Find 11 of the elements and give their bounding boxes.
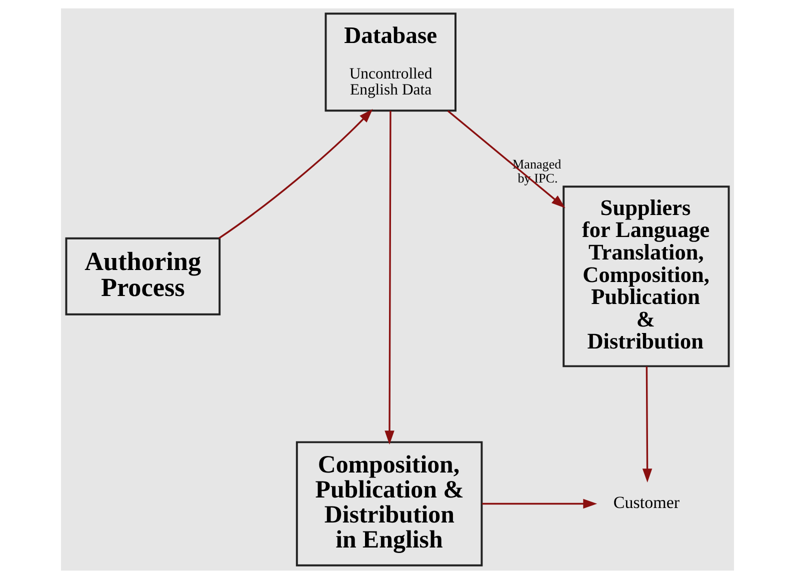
node-box: Suppliers for Language Translation, Composition, Publication & Distribution <box>562 186 730 368</box>
arrow <box>384 110 394 445</box>
arrow <box>447 110 566 208</box>
node-box: Database Uncontrolled English Data <box>324 12 456 112</box>
node-text: Customer <box>613 493 680 512</box>
arrow <box>218 109 373 239</box>
arrow <box>642 366 652 483</box>
node-box: Composition, Publication & Distribution in English <box>296 441 483 566</box>
arrow <box>482 498 598 509</box>
node-box: Authoring Process <box>65 237 221 316</box>
node-label: Managed by IPC. <box>512 156 562 186</box>
